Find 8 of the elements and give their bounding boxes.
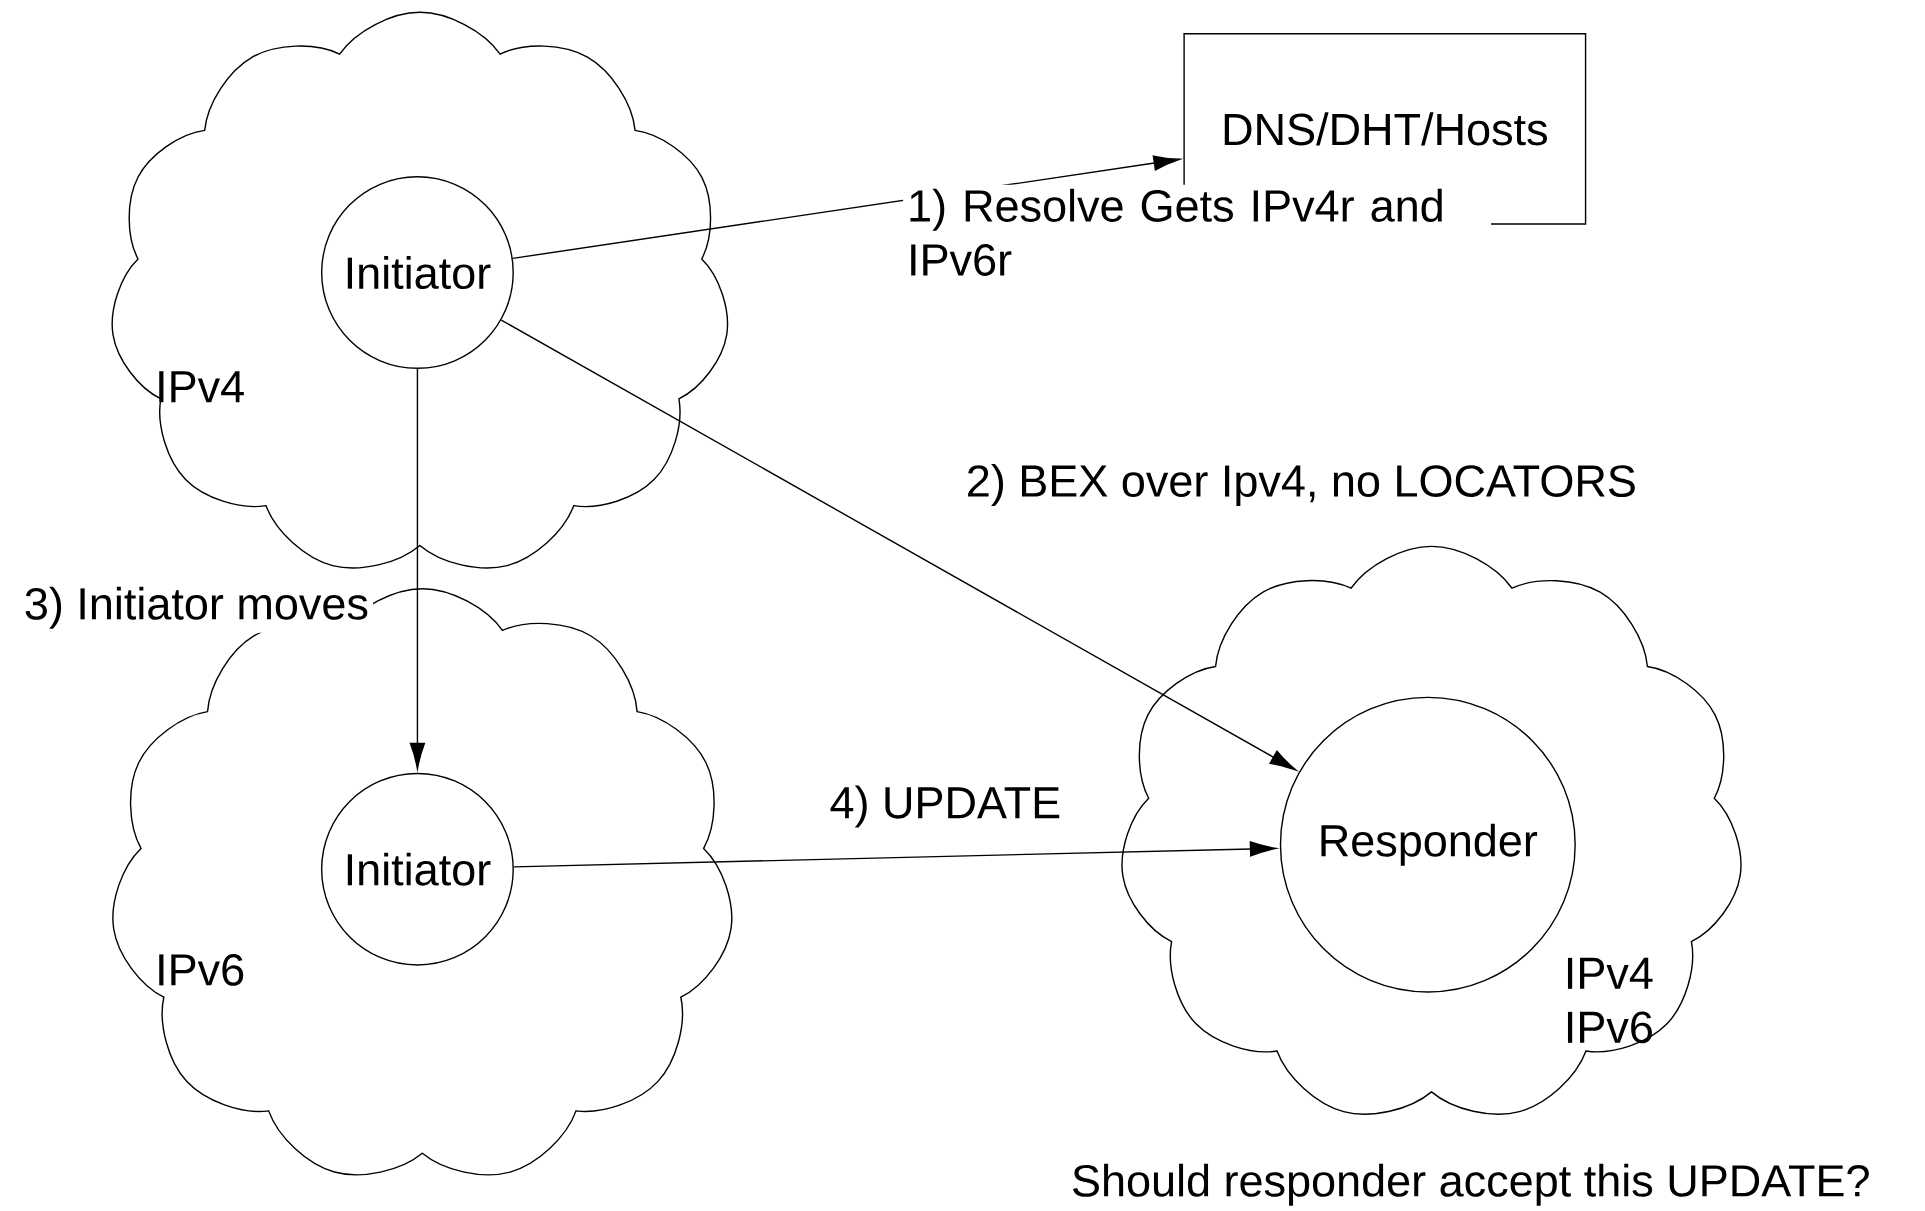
edge-label: 1) Resolve Gets IPv4r and IPv6r (903, 185, 1492, 281)
arrow (409, 368, 426, 770)
edge-label: 3) Initiator moves (19, 583, 373, 633)
note-text: Should responder accept this UPDATE? (1073, 1164, 1869, 1206)
edge-label: 2) BEX over Ipv4, no LOCATORS (961, 460, 1641, 511)
arrow (500, 319, 1297, 771)
arrow (513, 841, 1277, 868)
edge-label: 4) UPDATE (825, 781, 1066, 832)
